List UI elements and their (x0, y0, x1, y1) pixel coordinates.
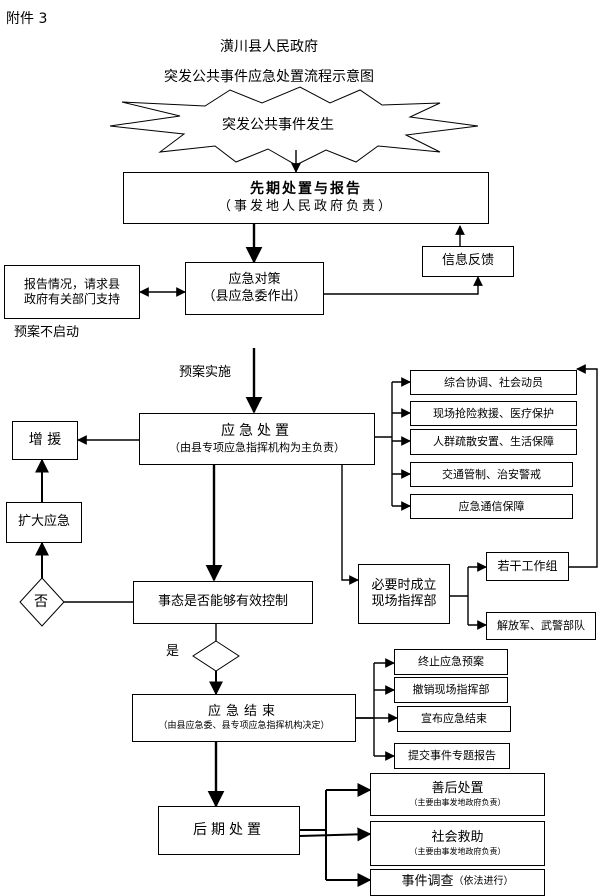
measure-box: 应急通信保障 (410, 494, 573, 519)
onsite-box: 必要时成立 现场指挥部 (358, 564, 450, 624)
after-action-title: 社会救助 (431, 830, 484, 846)
page-subtitle: 突发公共事件应急处置流程示意图 (164, 69, 374, 85)
after-action-box: 善后处置 （主要由事发地政府负责） (370, 773, 545, 816)
end-action-box: 终止应急预案 (394, 649, 508, 675)
aftermath-box: 后期处置 (158, 806, 300, 855)
expand-box: 扩大应急 (6, 502, 82, 543)
reinforce-label: 增 援 (28, 431, 62, 448)
after-action-title: 善后处置 (431, 781, 484, 797)
end-action-box: 撤销现场指挥部 (394, 677, 508, 703)
plan-implement-label: 预案实施 (179, 365, 232, 380)
measure-box: 现场抢险救援、医疗保护 (410, 401, 577, 426)
end-box: 应急结束 （由县应急委、县专项应急指挥机构决定） (132, 694, 356, 742)
end-action-label: 宣布应急结束 (421, 712, 487, 726)
initial-handling-box: 先期处置与报告 （事发地人民政府负责） (123, 172, 489, 224)
measure-box: 综合协调、社会动员 (410, 370, 577, 395)
working-groups-label: 若干工作组 (497, 559, 558, 573)
feedback-label: 信息反馈 (441, 253, 494, 269)
end-action-label: 终止应急预案 (418, 655, 484, 669)
no-diamond (19, 577, 65, 627)
control-box: 事态是否能够有效控制 (133, 581, 313, 624)
measure-label: 应急通信保障 (458, 499, 525, 513)
attachment-label: 附件 3 (6, 11, 48, 27)
event-starburst (109, 86, 479, 166)
response-line1: 应急对策 (228, 272, 281, 288)
expand-label: 扩大应急 (17, 514, 70, 530)
after-action-box: 社会救助 （主要由事发地政府负责） (370, 821, 545, 866)
measure-label: 综合协调、社会动员 (444, 375, 543, 389)
handling-box: 应急处置 （由县专项应急指挥机构为主负责） (139, 413, 375, 465)
yes-diamond (192, 640, 240, 672)
initial-handling-title: 先期处置与报告 (250, 181, 362, 198)
event-label: 突发公共事件发生 (222, 117, 334, 133)
report-box: 报告情况，请求县 政府有关部门支持 (4, 265, 140, 319)
working-groups-box: 若干工作组 (486, 552, 569, 581)
end-action-label: 撤销现场指挥部 (412, 683, 490, 697)
end-action-box: 宣布应急结束 (397, 706, 511, 732)
measure-label: 人群疏散安置、生活保障 (433, 435, 554, 449)
onsite-line2: 现场指挥部 (371, 594, 437, 609)
aftermath-label: 后期处置 (193, 821, 265, 838)
pla-label: 解放军、武警部队 (497, 619, 585, 633)
end-title: 应急结束 (207, 704, 280, 720)
report-line2: 政府有关部门支持 (23, 292, 120, 306)
onsite-line1: 必要时成立 (371, 577, 437, 593)
reinforce-box: 增 援 (12, 421, 78, 460)
measure-label: 现场抢险救援、医疗保护 (433, 406, 554, 420)
after-action-sub: （依法进行） (453, 876, 514, 888)
feedback-box: 信息反馈 (422, 246, 514, 277)
report-line1: 报告情况，请求县 (23, 277, 120, 291)
pla-box: 解放军、武警部队 (486, 612, 596, 640)
measure-box: 交通管制、治安警戒 (410, 462, 573, 487)
after-action-sub: （主要由事发地政府负责） (409, 797, 506, 807)
end-action-box: 提交事件专题报告 (394, 743, 510, 769)
no-label: 否 (34, 594, 48, 610)
measure-label: 交通管制、治安警戒 (442, 467, 541, 481)
handling-sub: （由县专项应急指挥机构为主负责） (169, 440, 345, 454)
yes-label: 是 (166, 644, 180, 659)
response-line2: （县应急委作出） (202, 288, 307, 304)
after-action-box: 事件调查 （依法进行） (370, 869, 545, 896)
after-action-sub: （主要由事发地政府负责） (409, 846, 506, 856)
measure-box: 人群疏散安置、生活保障 (410, 429, 577, 455)
handling-title: 应急处置 (221, 423, 293, 440)
control-label: 事态是否能够有效控制 (157, 594, 288, 610)
plan-not-started-label: 预案不启动 (14, 325, 80, 340)
after-action-title: 事件调查 (401, 874, 454, 890)
initial-handling-sub: （事发地人民政府负责） (217, 198, 394, 214)
page-title: 潢川县人民政府 (220, 39, 318, 55)
response-box: 应急对策 （县应急委作出） (185, 262, 324, 315)
end-sub: （由县应急委、县专项应急指挥机构决定） (158, 720, 330, 731)
end-action-label: 提交事件专题报告 (408, 749, 496, 763)
